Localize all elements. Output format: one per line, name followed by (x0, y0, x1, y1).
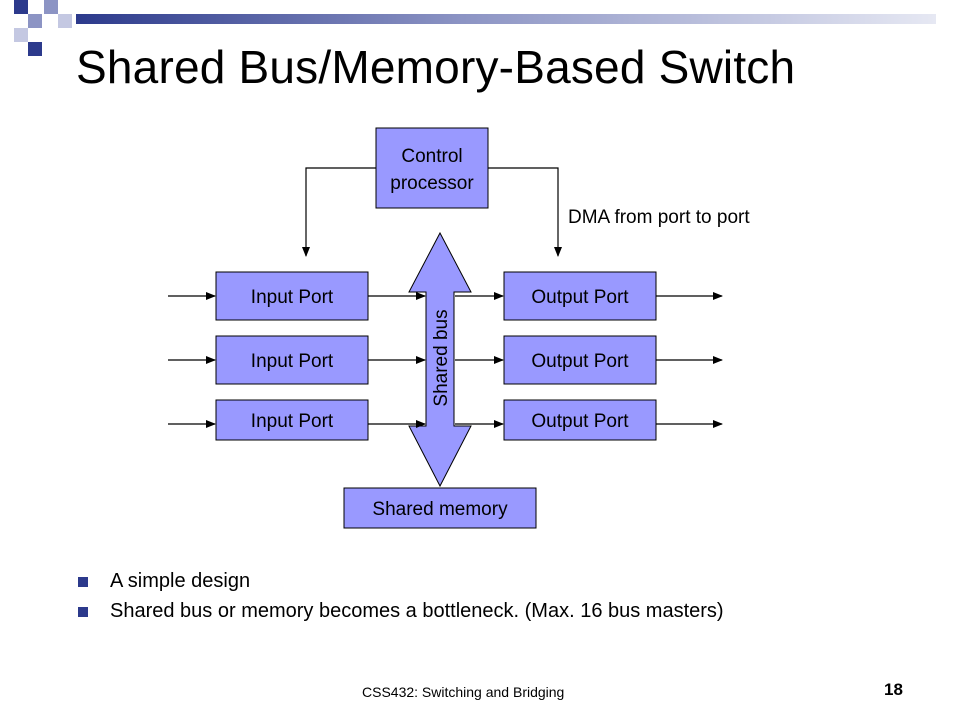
output-port-label: Output Port (531, 287, 629, 308)
bullet-text: Shared bus or memory becomes a bottlenec… (110, 600, 724, 622)
bullet-item: Shared bus or memory becomes a bottlenec… (78, 598, 724, 624)
input-port-row-3: Input Port (168, 399, 426, 441)
slide-title: Shared Bus/Memory-Based Switch (76, 41, 796, 93)
output-port-row-2: Output Port (455, 335, 723, 385)
control-processor-label-line2: processor (390, 173, 474, 194)
slide-footer: CSS432: Switching and Bridging (362, 684, 565, 700)
shared-memory-label: Shared memory (372, 499, 508, 520)
control-to-input-line (302, 167, 376, 257)
output-port-row-3: Output Port (455, 399, 723, 441)
bullet-square-icon (78, 577, 88, 587)
switch-diagram: Control processor DMA from port to port … (168, 127, 750, 529)
shared-memory-box: Shared memory (343, 487, 537, 529)
input-port-label: Input Port (251, 351, 334, 372)
corner-square-decoration (28, 42, 42, 56)
input-port-label: Input Port (251, 287, 334, 308)
corner-square-decoration (14, 0, 28, 14)
control-processor-box: Control processor (375, 127, 489, 209)
control-to-output-line (488, 167, 562, 257)
output-port-label: Output Port (531, 411, 629, 432)
input-port-row-2: Input Port (168, 335, 426, 385)
bullet-text: A simple design (110, 570, 251, 592)
shared-bus-label: Shared bus (431, 309, 452, 406)
output-port-label: Output Port (531, 351, 629, 372)
corner-square-decoration (44, 0, 58, 14)
input-port-row-1: Input Port (168, 271, 426, 321)
input-port-label: Input Port (251, 411, 334, 432)
bullet-item: A simple design (78, 568, 724, 594)
corner-square-decoration (58, 14, 72, 28)
control-processor-label-line1: Control (401, 146, 462, 167)
corner-square-decoration (28, 14, 42, 28)
title-underline-bar (76, 14, 936, 24)
dma-label: DMA from port to port (568, 207, 750, 228)
output-port-row-1: Output Port (455, 271, 723, 321)
corner-square-decoration (14, 28, 28, 42)
bullet-square-icon (78, 607, 88, 617)
page-number: 18 (884, 680, 903, 699)
bullet-list: A simple design Shared bus or memory bec… (78, 568, 724, 628)
